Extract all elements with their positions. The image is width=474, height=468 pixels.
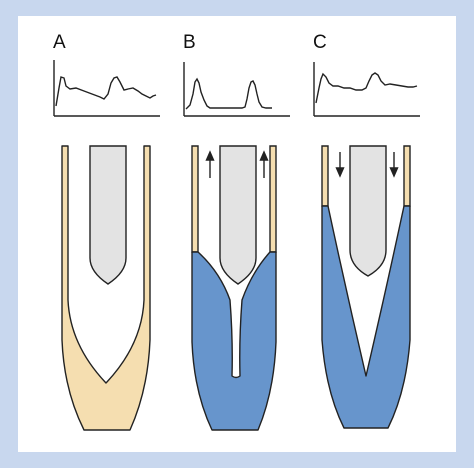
vessel-b <box>191 145 277 431</box>
waveform-c-graph <box>313 62 420 117</box>
panel-a <box>53 60 160 431</box>
waveform-b-trace <box>185 77 272 110</box>
vessel-c-core <box>349 145 387 277</box>
vessel-a-wall <box>61 145 151 431</box>
vessel-a <box>61 145 151 431</box>
waveform-c-trace <box>315 72 418 104</box>
flow-arrow-c-left-head-icon <box>335 167 345 178</box>
flow-arrow-b-left-head-icon <box>205 150 215 161</box>
panel-b <box>183 62 290 431</box>
waveform-b-graph <box>183 62 290 117</box>
vessel-b-core <box>219 145 257 285</box>
panel-label-a: A <box>53 32 66 53</box>
vessel-c-fluid <box>321 205 411 429</box>
vessel-a-core <box>89 145 127 285</box>
flow-arrow-c-right-head-icon <box>389 167 399 178</box>
panel-label-c: C <box>313 32 327 53</box>
vessel-c <box>321 145 411 429</box>
waveform-a-graph <box>53 60 160 117</box>
waveform-a-trace <box>55 76 157 107</box>
panel-c <box>313 62 420 429</box>
vessel-b-fluid <box>191 251 277 431</box>
flow-arrows-b <box>205 150 269 178</box>
flow-arrow-b-right-head-icon <box>259 150 269 161</box>
panel-label-b: B <box>183 32 196 53</box>
flow-arrows-c <box>335 152 399 178</box>
